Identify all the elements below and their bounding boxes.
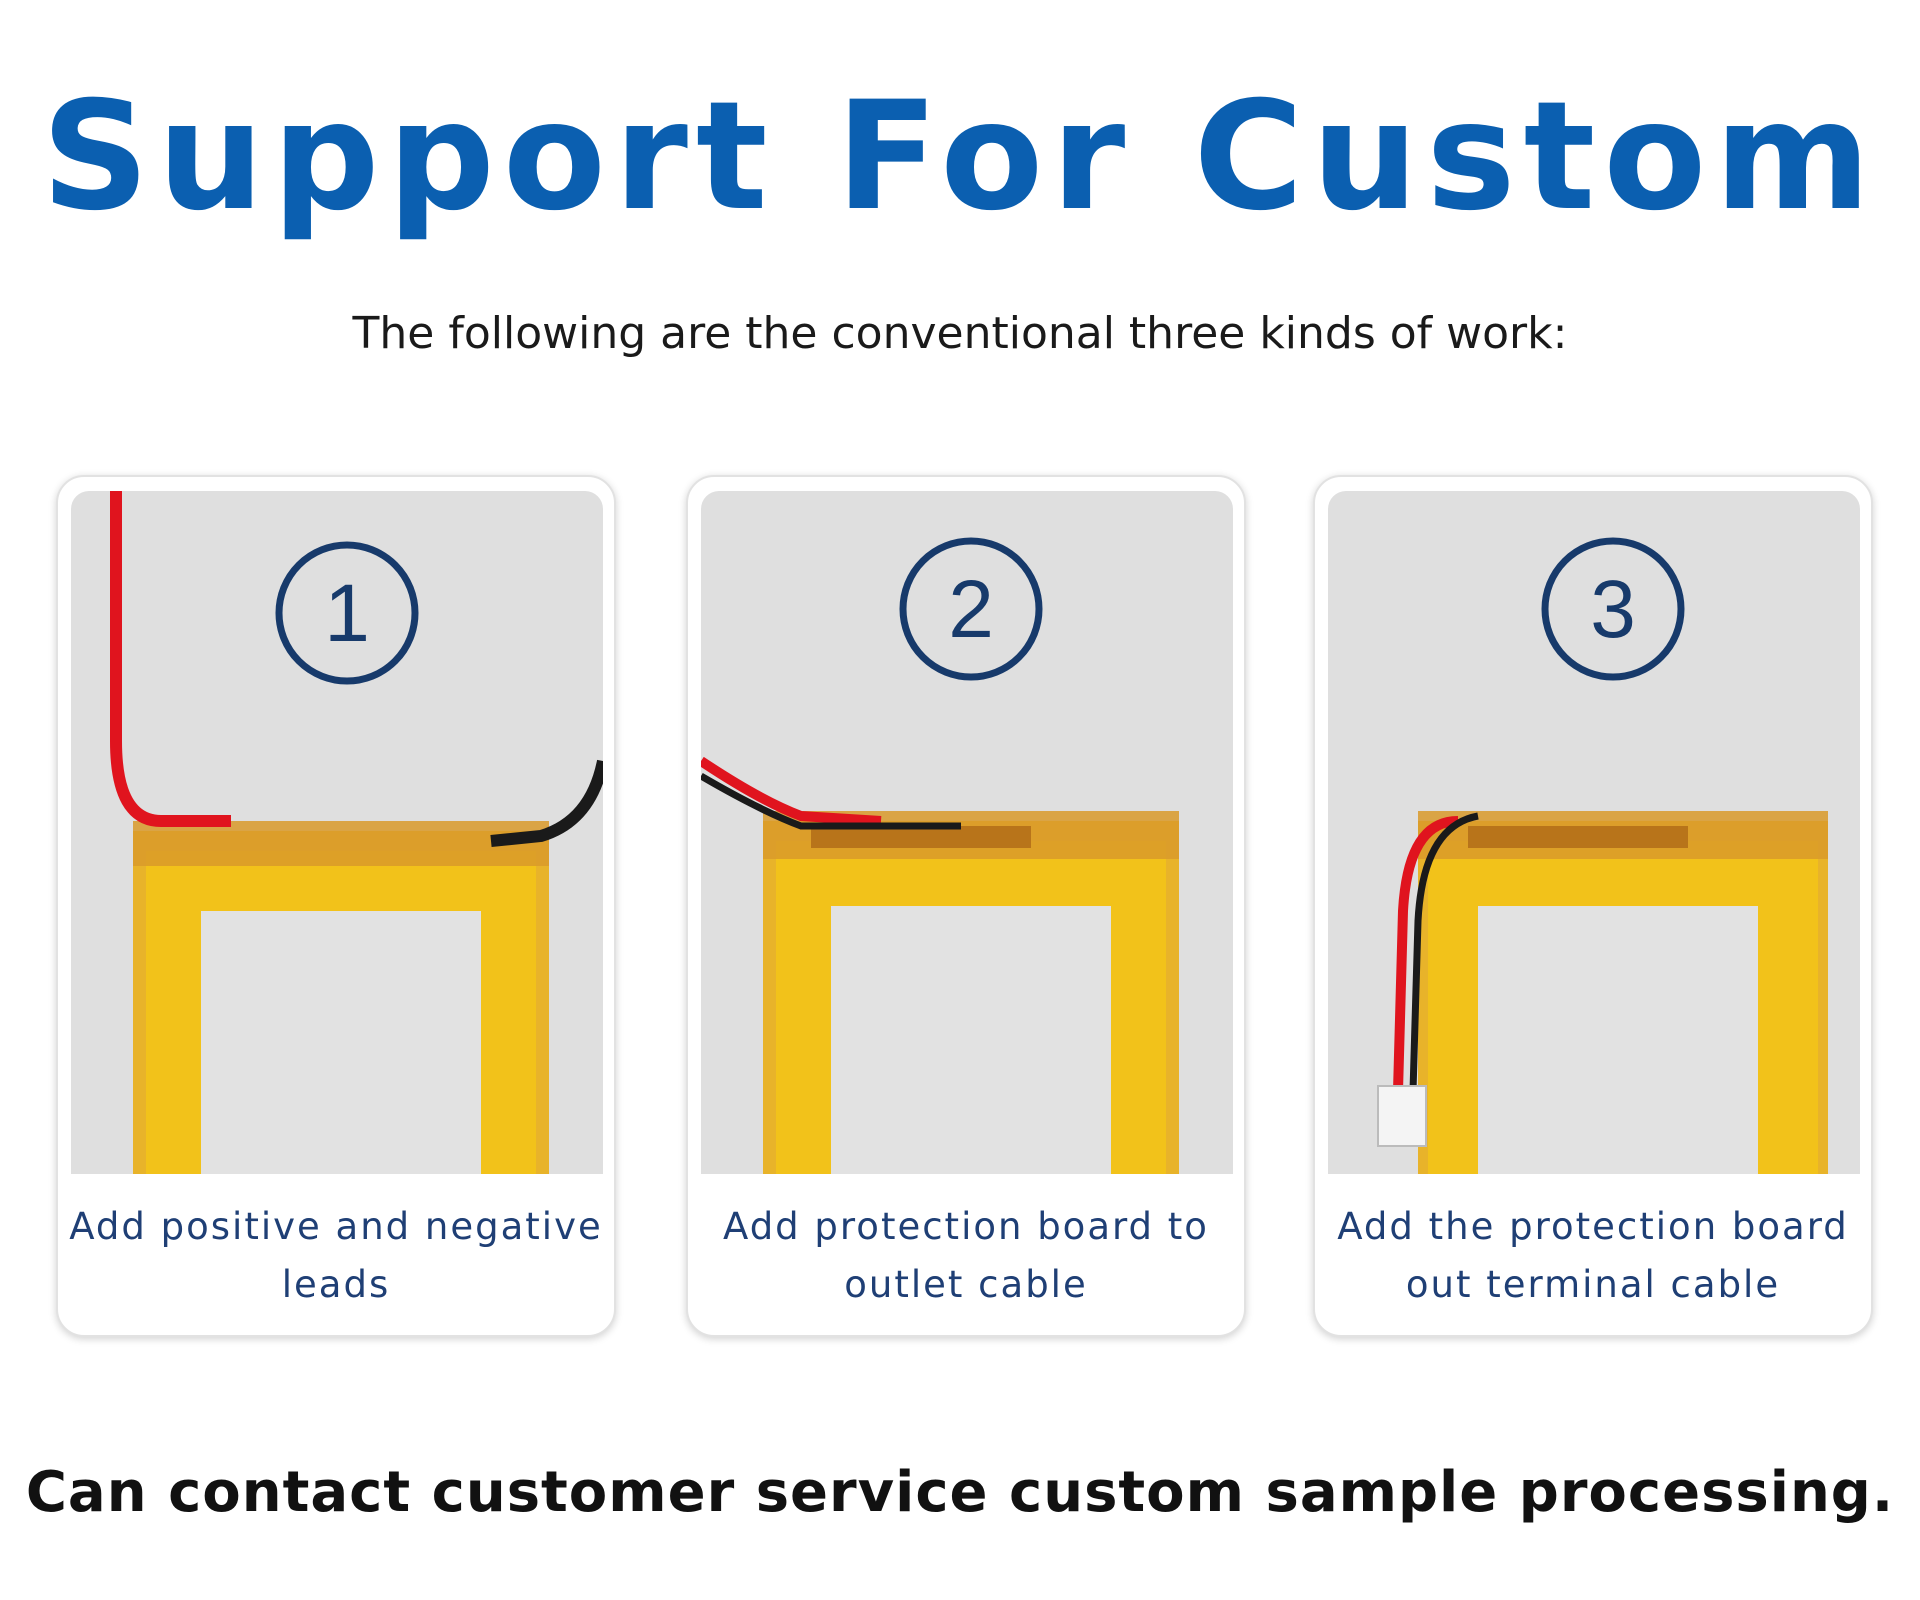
work-card-3: 3 Add the protection board out terminal …: [1313, 475, 1873, 1337]
battery-photo-leads: 1: [71, 491, 603, 1174]
circled-number: 2: [948, 564, 994, 655]
work-card-1: 1 Add positive and negative leads: [56, 475, 616, 1337]
card-caption: Add protection board to outlet cable: [723, 1205, 1209, 1306]
footer-note: Can contact customer service custom samp…: [25, 1460, 1895, 1525]
battery-photo-terminal-cable: 3: [1328, 491, 1860, 1174]
work-card-2: 2 Add protection board to outlet cable: [686, 475, 1246, 1337]
subtitle: The following are the conventional three…: [352, 308, 1568, 359]
battery-photo-protection-board: 2: [701, 491, 1233, 1174]
card-caption: Add positive and negative leads: [69, 1205, 603, 1306]
page-title: Support For Custom: [41, 70, 1879, 244]
circled-number: 1: [324, 568, 370, 659]
card-caption: Add the protection board out terminal ca…: [1337, 1205, 1849, 1306]
circled-number: 3: [1590, 564, 1636, 655]
